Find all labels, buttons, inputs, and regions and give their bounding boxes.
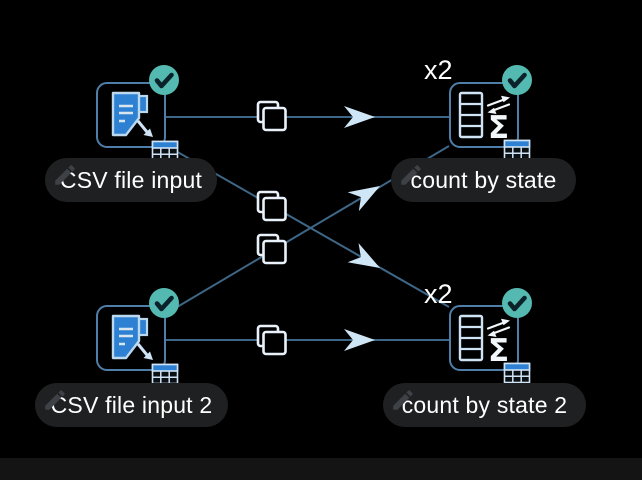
connection-csv2-to-count2[interactable] bbox=[165, 324, 450, 356]
connection-csv1-to-count1[interactable] bbox=[165, 100, 450, 132]
edit-pencil-icon bbox=[393, 390, 413, 410]
node-csv-file-input-2[interactable] bbox=[96, 288, 179, 385]
status-success-icon bbox=[149, 288, 179, 318]
status-success-icon bbox=[149, 65, 179, 95]
edit-pencil-icon bbox=[55, 165, 75, 185]
node-count-by-state-2[interactable] bbox=[449, 288, 532, 384]
node-label-text: CSV file input 2 bbox=[50, 391, 213, 418]
arrowhead-icon bbox=[347, 176, 386, 212]
copy-icon bbox=[256, 324, 287, 356]
bottom-strip bbox=[0, 458, 642, 480]
arrowhead-icon bbox=[347, 243, 386, 278]
status-success-icon bbox=[502, 65, 532, 95]
copy-icon bbox=[256, 190, 287, 222]
multiplier-badge-count-by-state-2: x2 bbox=[424, 279, 453, 309]
node-csv-file-input[interactable] bbox=[96, 65, 179, 162]
output-table-port-icon[interactable] bbox=[151, 363, 179, 385]
node-label-csv-file-input-2[interactable]: CSV file input 2 bbox=[35, 383, 228, 427]
node-label-text: count by state 2 bbox=[401, 391, 568, 418]
edit-pencil-icon bbox=[45, 390, 65, 410]
node-count-by-state[interactable] bbox=[449, 65, 532, 161]
copy-icon bbox=[256, 233, 287, 265]
node-label-csv-file-input[interactable]: CSV file input bbox=[45, 158, 217, 202]
copy-icon bbox=[256, 100, 287, 132]
output-table-port-icon[interactable] bbox=[503, 362, 531, 384]
node-label-text: CSV file input bbox=[59, 166, 203, 193]
edit-pencil-icon bbox=[401, 165, 421, 185]
output-table-port-icon[interactable] bbox=[503, 139, 531, 161]
multiplier-badge-count-by-state: x2 bbox=[424, 55, 453, 85]
status-success-icon bbox=[502, 288, 532, 318]
node-label-text: count by state bbox=[410, 166, 557, 193]
node-label-count-by-state[interactable]: count by state bbox=[391, 158, 576, 202]
node-label-count-by-state-2[interactable]: count by state 2 bbox=[383, 383, 586, 427]
